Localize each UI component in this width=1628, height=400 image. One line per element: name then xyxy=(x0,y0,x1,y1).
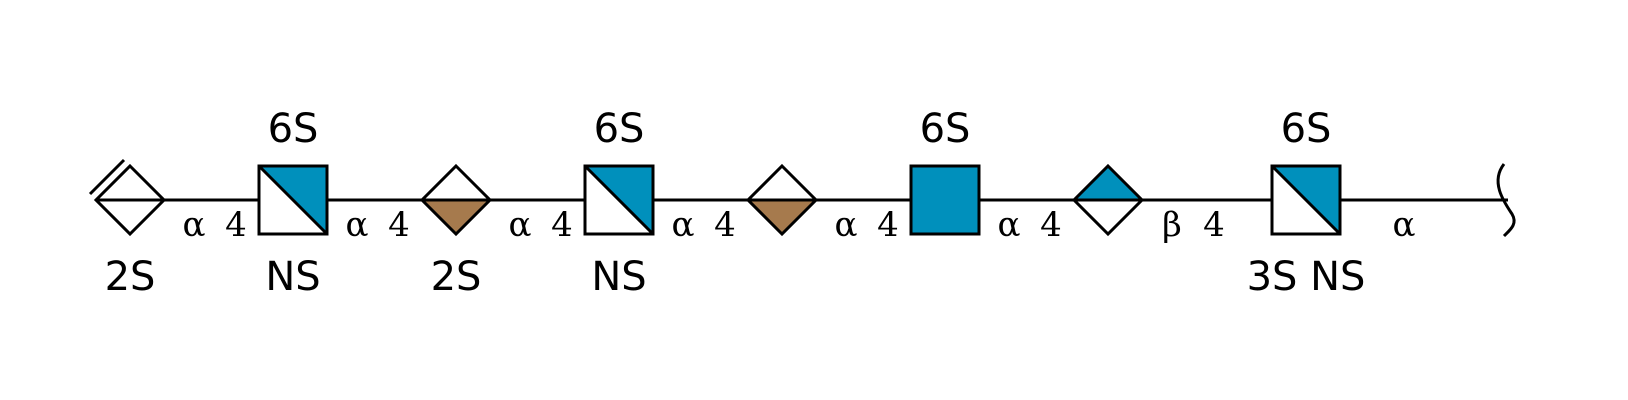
linkage-position-label: 4 xyxy=(551,205,573,245)
square-residue-icon xyxy=(583,164,655,236)
modification-label-top: 6S xyxy=(1281,106,1332,152)
modification-label-top: 6S xyxy=(920,106,971,152)
diamond-residue-icon xyxy=(1071,163,1145,237)
modification-label-bottom: NS xyxy=(591,254,646,300)
modification-label-bottom: 3S NS xyxy=(1247,254,1366,300)
square-residue-icon xyxy=(1270,164,1342,236)
linkage-anomer-label: β xyxy=(1162,205,1182,245)
modification-label-top: 6S xyxy=(268,106,319,152)
square-diagonal-line xyxy=(257,164,329,236)
diamond-lower-fill xyxy=(748,200,816,234)
double-bond-icon xyxy=(88,158,126,196)
modification-label-top: 6S xyxy=(594,106,645,152)
linkage-anomer-label: α xyxy=(509,205,532,245)
modification-label-bottom: NS xyxy=(265,254,320,300)
square-residue-icon xyxy=(909,164,981,236)
linkage-anomer-label: α xyxy=(1393,205,1416,245)
linkage-position-label: 4 xyxy=(877,205,899,245)
diamond-residue-icon xyxy=(93,163,167,237)
linkage-position-label: 4 xyxy=(1040,205,1062,245)
square-diagonal-line xyxy=(1270,164,1342,236)
square-residue-icon xyxy=(257,164,329,236)
diamond-upper-fill xyxy=(1074,166,1142,200)
linkage-anomer-label: α xyxy=(835,205,858,245)
linkage-position-label: 4 xyxy=(714,205,736,245)
linkage-position-label: 4 xyxy=(1203,205,1225,245)
linkage-anomer-label: α xyxy=(183,205,206,245)
linkage-anomer-label: α xyxy=(672,205,695,245)
square-diagonal-line xyxy=(583,164,655,236)
linkage-anomer-label: α xyxy=(346,205,369,245)
modification-label-bottom: 2S xyxy=(431,254,482,300)
diamond-residue-icon xyxy=(745,163,819,237)
diamond-residue-icon xyxy=(419,163,493,237)
linkage-position-label: 4 xyxy=(225,205,247,245)
linkage-position-label: 4 xyxy=(388,205,410,245)
diamond-lower-fill xyxy=(422,200,490,234)
modification-label-bottom: 2S xyxy=(105,254,156,300)
reducing-end-icon xyxy=(1496,163,1516,238)
linkage-anomer-label: α xyxy=(998,205,1021,245)
